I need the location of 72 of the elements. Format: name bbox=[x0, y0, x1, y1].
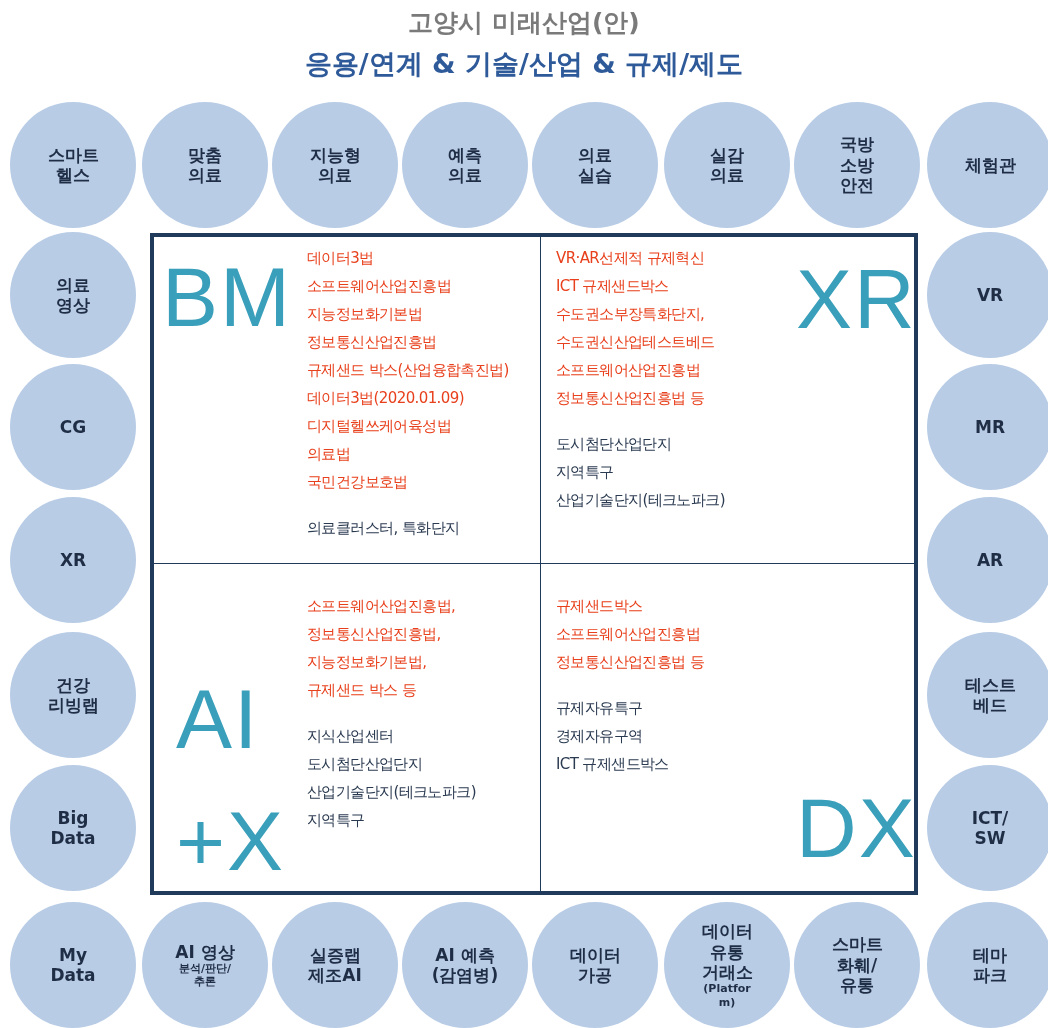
circle-label: ICT/ SW bbox=[970, 807, 1010, 849]
circle-label: 국방 소방 안전 bbox=[839, 134, 875, 196]
circle-label: MR bbox=[975, 416, 1005, 438]
circle-label: 스마트 헬스 bbox=[46, 144, 100, 186]
big-heading: BM bbox=[162, 255, 292, 339]
circle-label: 테스트 베드 bbox=[963, 674, 1017, 716]
law-text: 디지털헬쓰케어육성법 bbox=[307, 417, 451, 435]
big-heading: AI +X bbox=[176, 671, 287, 890]
circle-label: 실감 의료 bbox=[709, 144, 745, 186]
place-text: 의료클러스터, 특화단지 bbox=[307, 519, 460, 537]
place-text: ICT 규제샌드박스 bbox=[556, 755, 669, 773]
place-text: 지역특구 bbox=[307, 811, 365, 829]
law-text: 정보통신산업진흥법 등 bbox=[556, 653, 705, 671]
circle-label: 데이터 가공 bbox=[568, 944, 622, 986]
law-text: 규제샌드 박스 등 bbox=[307, 681, 417, 699]
circle-label: 의료 영상 bbox=[55, 274, 91, 316]
circle-label: 의료 실습 bbox=[577, 144, 613, 186]
law-text: 데이터3법 bbox=[307, 249, 374, 267]
subtitle: 응용/연계 & 기술/산업 & 규제/제도 bbox=[303, 47, 745, 81]
circle-label: 테마 파크 bbox=[972, 944, 1008, 986]
law-text: 데이터3법(2020.01.09) bbox=[307, 389, 464, 407]
quadrant-panel bbox=[153, 563, 543, 892]
law-text: 소프트웨어산업진흥법 bbox=[556, 625, 700, 643]
law-text: 소프트웨어산업진흥법 bbox=[556, 361, 700, 379]
circle-label: AR bbox=[976, 549, 1004, 571]
quadrant-panel bbox=[540, 236, 915, 566]
circle-label: 분석/판단/추론 bbox=[177, 962, 232, 989]
place-text: 경제자유구역 bbox=[556, 727, 643, 745]
circle-label: 지능형 의료 bbox=[308, 144, 362, 186]
place-text: 지역특구 bbox=[556, 463, 614, 481]
law-text: VR·AR선제적 규제혁신 bbox=[556, 249, 705, 267]
big-heading: DX bbox=[796, 786, 917, 870]
circle-label: 맞춤 의료 bbox=[187, 144, 223, 186]
circle-label: 스마트 화훼/ 유통 bbox=[830, 934, 884, 996]
circle-label: Big Data bbox=[49, 807, 97, 849]
circle-label: 건강 리빙랩 bbox=[46, 674, 100, 716]
law-text: 수도권소부장특화단지, bbox=[556, 305, 705, 323]
place-text: 도시첨단산업단지 bbox=[556, 435, 672, 453]
law-text: 규제샌드 박스(산업융합촉진법) bbox=[307, 361, 509, 379]
circle-label: 예측 의료 bbox=[447, 144, 483, 186]
circle-label: (Platform) bbox=[702, 982, 752, 1009]
circle-label: CG bbox=[59, 416, 87, 438]
law-text: 지능정보화기본법 bbox=[307, 305, 423, 323]
law-text: 국민건강보호법 bbox=[307, 473, 408, 491]
law-text: 소프트웨어산업진흥법 bbox=[307, 277, 451, 295]
law-text: 정보통신산업진흥법 bbox=[307, 333, 437, 351]
quadrant-panel bbox=[153, 236, 543, 566]
law-text: 의료법 bbox=[307, 445, 351, 463]
circle-label: XR bbox=[59, 549, 87, 571]
circle-label: 데이터 유통 거래소 bbox=[700, 921, 754, 983]
circle-label: VR bbox=[976, 284, 1004, 306]
law-text: ICT 규제샌드박스 bbox=[556, 277, 669, 295]
law-text: 지능정보화기본법, bbox=[307, 653, 427, 671]
place-text: 지식산업센터 bbox=[307, 727, 394, 745]
circle-label: 실증랩 제조AI bbox=[307, 944, 363, 986]
quadrant-panel bbox=[540, 563, 915, 892]
place-text: 산업기술단지(테크노파크) bbox=[556, 491, 725, 509]
circle-label: AI 예측 (감염병) bbox=[430, 944, 500, 986]
law-text: 수도권신산업테스트베드 bbox=[556, 333, 715, 351]
grid-frame bbox=[150, 233, 918, 895]
title: 고양시 미래산업(안) bbox=[407, 7, 641, 39]
law-text: 규제샌드박스 bbox=[556, 597, 643, 615]
law-text: 정보통신산업진흥법 등 bbox=[556, 389, 705, 407]
law-text: 소프트웨어산업진흥법, bbox=[307, 597, 456, 615]
big-heading: XR bbox=[796, 257, 917, 341]
place-text: 도시첨단산업단지 bbox=[307, 755, 423, 773]
circle-label: My Data bbox=[49, 944, 97, 986]
place-text: 규제자유특구 bbox=[556, 699, 643, 717]
circle-label: AI 영상 bbox=[175, 941, 235, 962]
law-text: 정보통신산업진흥법, bbox=[307, 625, 441, 643]
place-text: 산업기술단지(테크노파크) bbox=[307, 783, 476, 801]
circle-label: 체험관 bbox=[964, 154, 1016, 176]
